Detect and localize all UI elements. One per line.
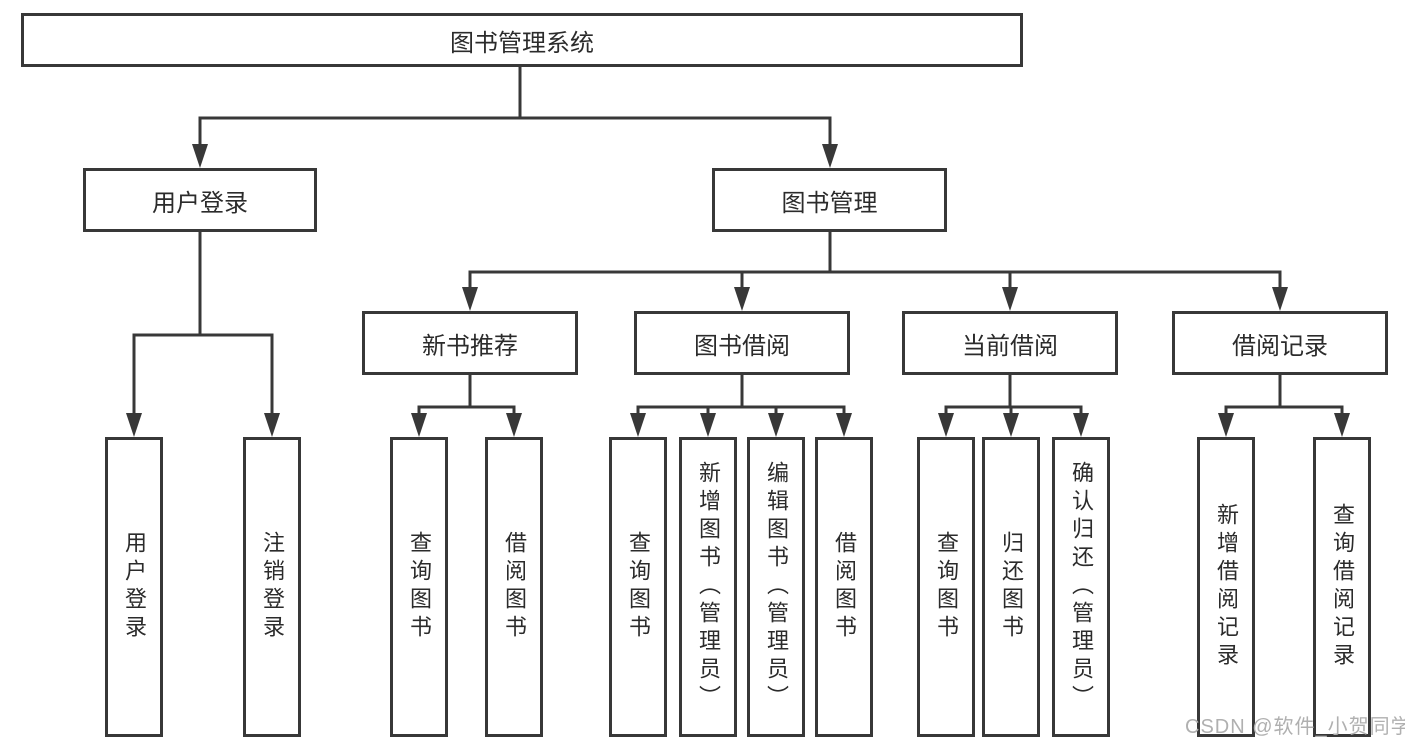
node-user-login-leaf: 用户登录 — [105, 437, 163, 737]
connector-user-login-to-children — [132, 231, 274, 416]
node-label: 图书借阅 — [694, 332, 790, 360]
node-label: 归还图书 — [999, 531, 1024, 643]
arrowheads-current-borrowing-children — [938, 413, 1089, 437]
connector-book-borrowing-to-children — [636, 374, 846, 417]
node-label: 编辑图书（管理员） — [764, 461, 789, 713]
connector-current-borrowing-to-children — [944, 374, 1083, 417]
node-add-books-admin: 新增图书（管理员） — [679, 437, 737, 737]
arrowheads-level3 — [462, 287, 1288, 311]
node-borrow-books-borrowing: 借阅图书 — [815, 437, 873, 737]
node-query-books-newbook: 查询图书 — [390, 437, 448, 737]
node-user-login: 用户登录 — [83, 168, 317, 232]
node-current-borrowing: 当前借阅 — [902, 311, 1118, 375]
node-add-borrow-record: 新增借阅记录 — [1197, 437, 1255, 737]
node-label: 图书管理 — [781, 189, 878, 217]
node-label: 借阅图书 — [502, 531, 527, 643]
node-label: 查询图书 — [626, 531, 651, 643]
node-query-books-borrowing: 查询图书 — [609, 437, 667, 737]
node-label: 确认归还（管理员） — [1069, 461, 1094, 713]
node-book-management: 图书管理 — [712, 168, 947, 232]
node-label: 查询图书 — [934, 531, 959, 643]
watermark: CSDN @软件_小贺同学 — [1185, 716, 1405, 738]
node-query-borrow-record: 查询借阅记录 — [1313, 437, 1371, 737]
node-label: 图书管理系统 — [450, 29, 594, 57]
node-edit-books-admin: 编辑图书（管理员） — [747, 437, 805, 737]
node-label: 查询图书 — [407, 531, 432, 643]
node-label: 注销登录 — [260, 531, 285, 643]
node-return-books: 归还图书 — [982, 437, 1040, 737]
node-label: 新增借阅记录 — [1214, 503, 1239, 671]
arrowheads-book-borrowing-children — [630, 413, 852, 437]
node-book-borrowing: 图书借阅 — [634, 311, 850, 375]
arrowheads-user-login-children — [126, 413, 280, 437]
node-new-book-recommend: 新书推荐 — [362, 311, 578, 375]
node-label: 新增图书（管理员） — [696, 461, 721, 713]
connector-root-to-level2 — [198, 66, 832, 147]
node-label: 当前借阅 — [962, 332, 1058, 360]
node-label: 借阅记录 — [1232, 332, 1328, 360]
node-label: 用户登录 — [122, 531, 147, 643]
arrowheads-root-to-level2 — [192, 144, 838, 168]
node-label: 用户登录 — [152, 189, 248, 217]
node-query-books-current: 查询图书 — [917, 437, 975, 737]
connector-borrowing-records-to-children — [1224, 374, 1344, 417]
node-borrow-books-newbook: 借阅图书 — [485, 437, 543, 737]
connector-book-management-to-level3 — [468, 231, 1282, 290]
node-borrowing-records: 借阅记录 — [1172, 311, 1388, 375]
node-confirm-return-admin: 确认归还（管理员） — [1052, 437, 1110, 737]
node-label: 借阅图书 — [832, 531, 857, 643]
connector-new-book-to-children — [417, 374, 516, 417]
node-label: 查询借阅记录 — [1330, 503, 1355, 671]
arrowheads-new-book-children — [411, 413, 522, 437]
node-logout-leaf: 注销登录 — [243, 437, 301, 737]
node-library-system: 图书管理系统 — [21, 13, 1023, 67]
node-label: 新书推荐 — [422, 332, 518, 360]
arrowheads-borrowing-records-children — [1218, 413, 1350, 437]
